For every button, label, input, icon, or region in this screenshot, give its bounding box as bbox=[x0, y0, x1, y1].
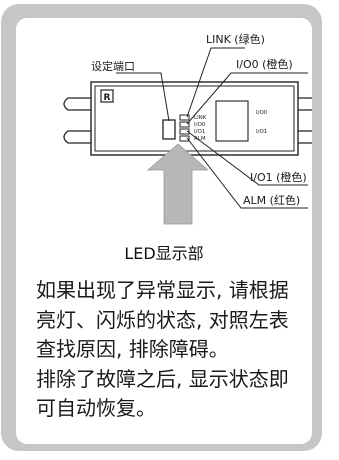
device-led-label: I/O1 bbox=[194, 129, 205, 135]
port-setting-switch bbox=[162, 119, 176, 140]
device-inner-border bbox=[94, 85, 295, 152]
alm-label: ALM (红色) bbox=[243, 193, 300, 207]
terminal-window bbox=[215, 100, 249, 142]
device-right-label: I/O1 bbox=[256, 129, 267, 135]
port-setting-label: 设定端口 bbox=[91, 59, 135, 73]
device-led-label: LINK bbox=[194, 115, 207, 121]
diagram-caption: LED显示部 bbox=[124, 244, 204, 263]
logo-icon bbox=[100, 89, 114, 103]
device-led-label: ALM bbox=[194, 136, 206, 142]
device-right-label: I/O0 bbox=[256, 110, 268, 116]
left-cable bbox=[63, 97, 97, 144]
indicator-arrow bbox=[146, 143, 210, 225]
led-display-diagram: R LINK I/O0 I/O1 ALM I/O0 I/O1 bbox=[63, 32, 312, 225]
link-label: LINK (绿色) bbox=[206, 32, 265, 46]
logo-letter: R bbox=[104, 93, 111, 103]
led-io1-indicator bbox=[179, 128, 190, 135]
io0-label: I/O0 (橙色) bbox=[236, 57, 293, 71]
io1-label: I/O1 (橙色) bbox=[250, 170, 307, 184]
info-card: R LINK I/O0 I/O1 ALM I/O0 I/O1 bbox=[16, 18, 312, 444]
description-text: 如果出现了异常显示, 请根据亮灯、闪烁的状态, 对照左表查找原因, 排除障碍。 … bbox=[36, 276, 308, 424]
led-io0-indicator bbox=[179, 121, 190, 128]
panel-frame: R LINK I/O0 I/O1 ALM I/O0 I/O1 bbox=[1, 4, 322, 451]
led-alm-indicator bbox=[179, 135, 190, 142]
led-link-indicator bbox=[179, 114, 190, 121]
led-indicator-group bbox=[179, 114, 190, 142]
description-paragraph: 排除了故障之后, 显示状态即可自动恢复。 bbox=[36, 366, 289, 421]
device-led-label: I/O0 bbox=[194, 122, 206, 128]
description-paragraph: 如果出现了异常显示, 请根据亮灯、闪烁的状态, 对照左表查找原因, 排除障碍。 bbox=[36, 278, 289, 361]
leader-lines bbox=[116, 47, 308, 209]
